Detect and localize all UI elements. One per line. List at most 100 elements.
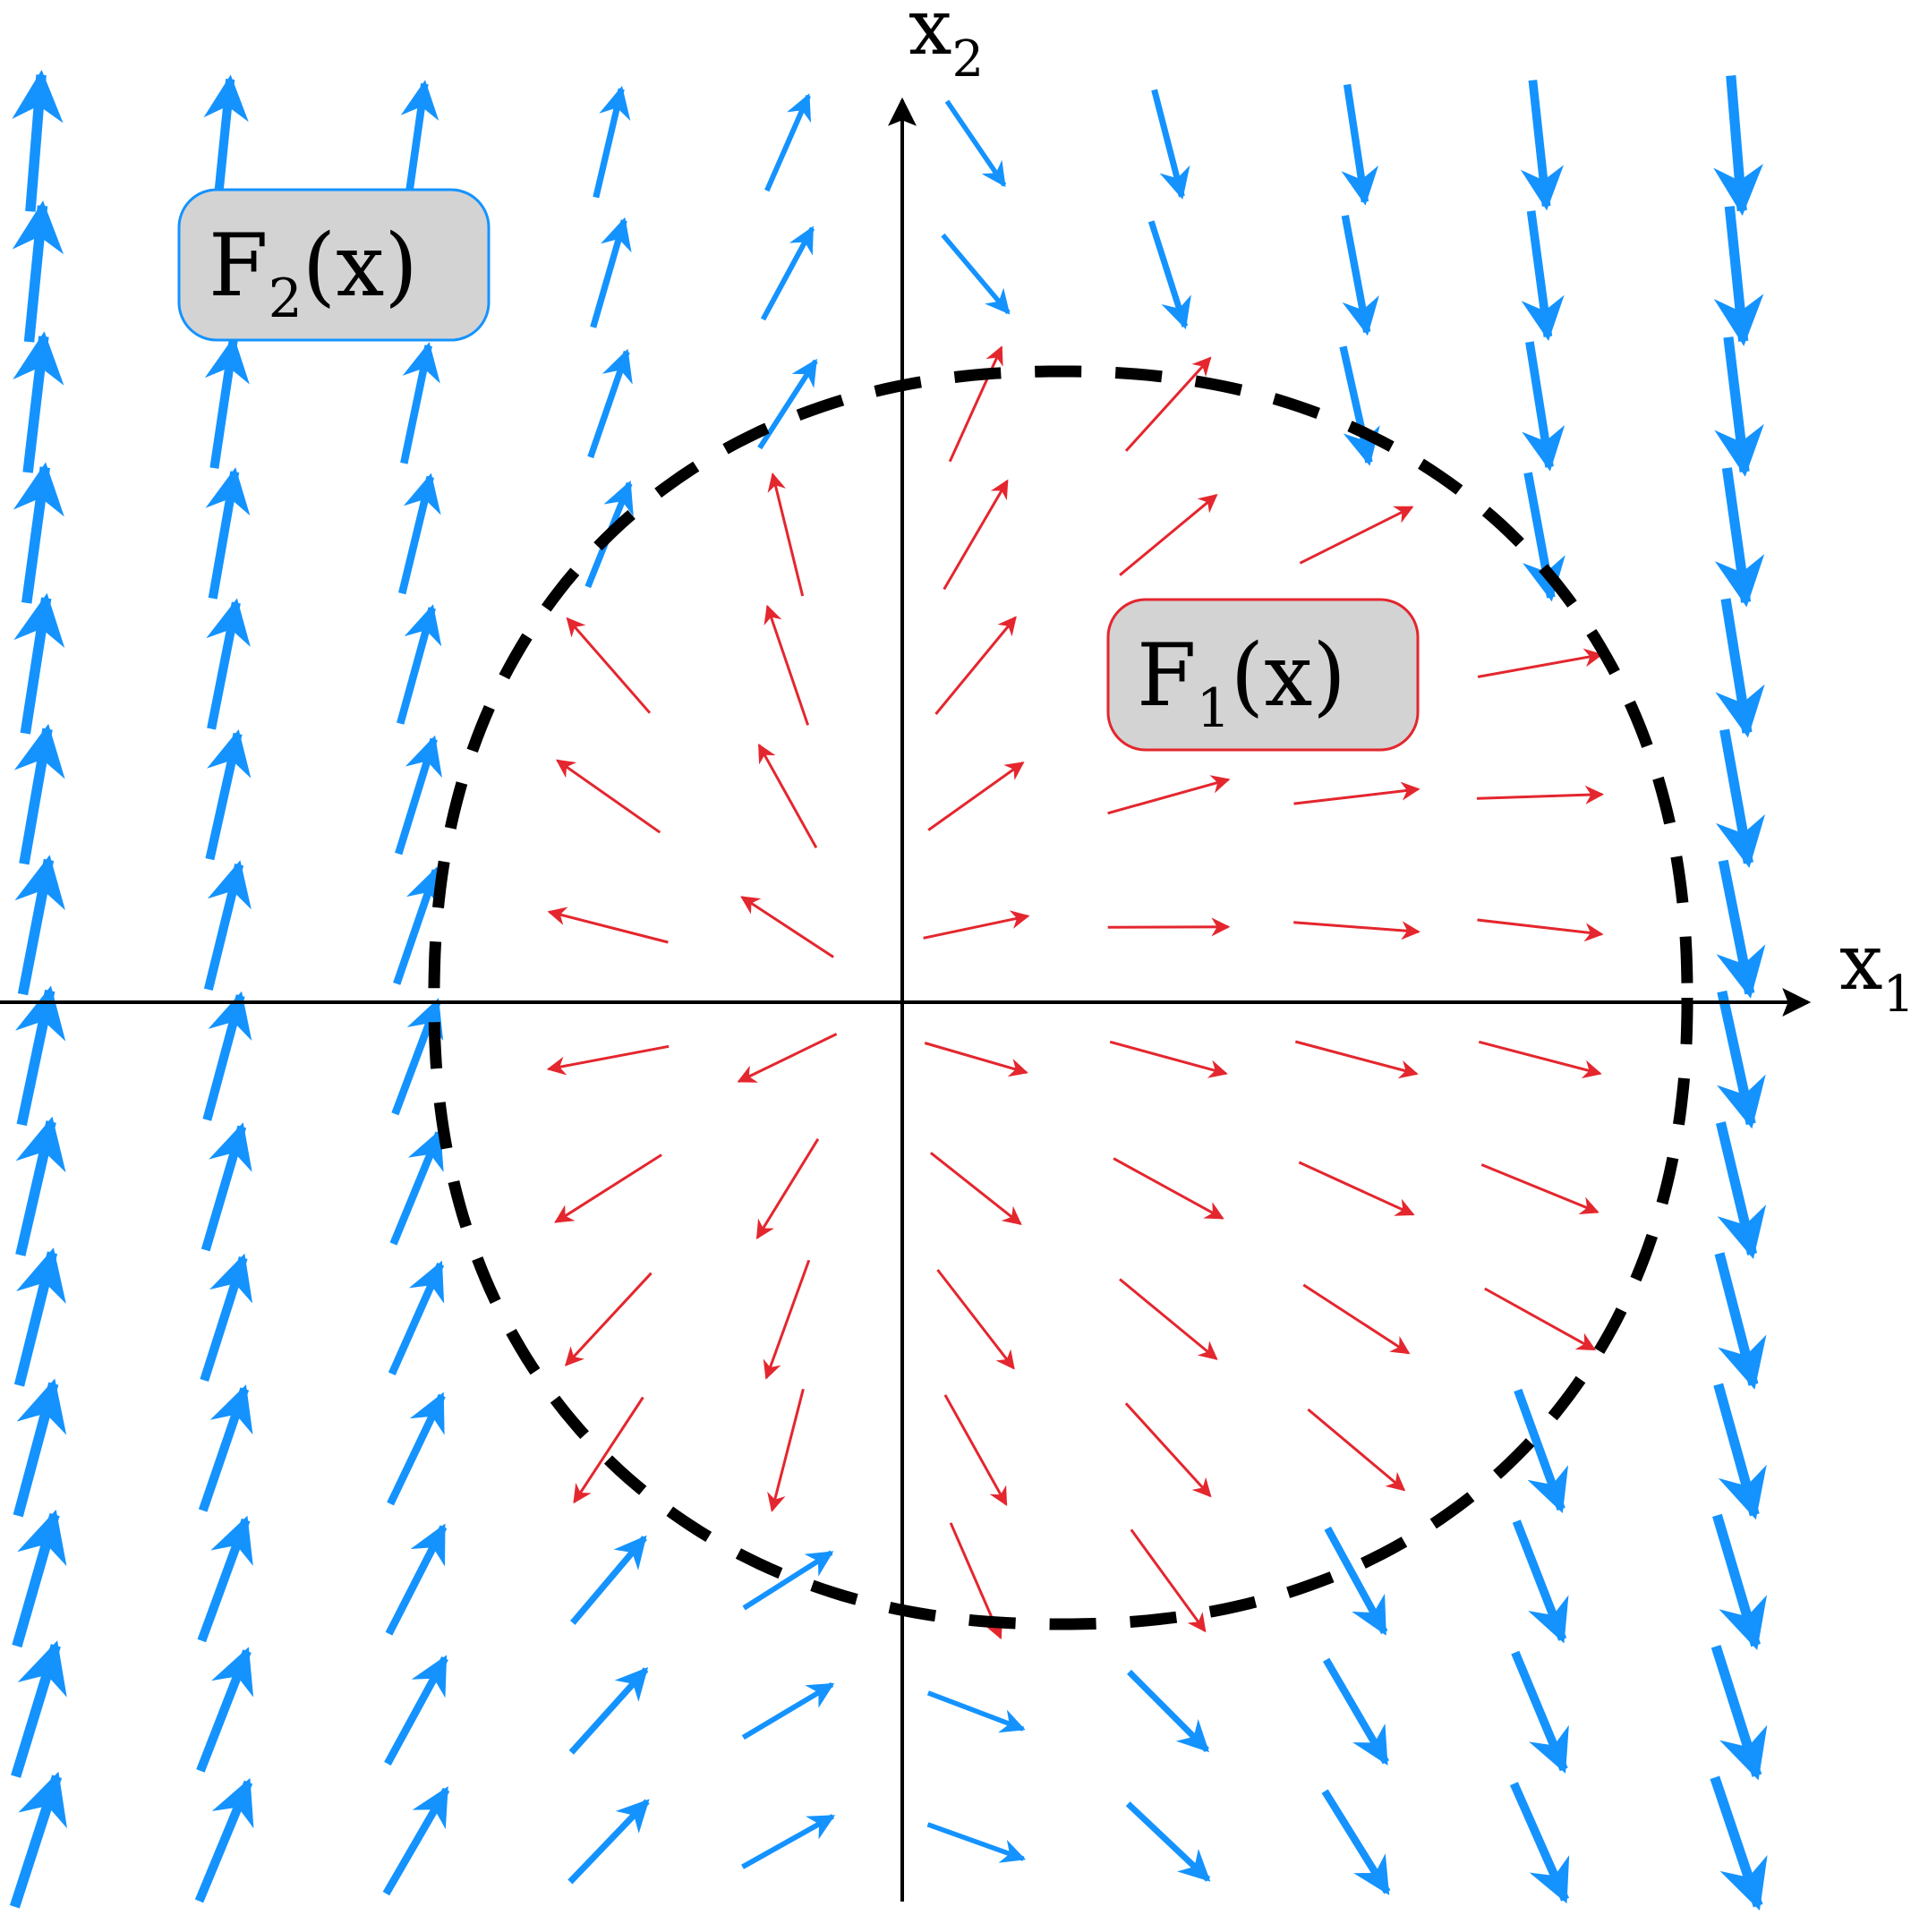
field-arrow-outer: [205, 467, 251, 600]
field-arrow-inner: [555, 759, 661, 834]
field-arrow-outer: [384, 1655, 448, 1766]
field-arrow-outer: [1713, 1383, 1767, 1520]
field-arrow-outer: [1710, 1775, 1768, 1911]
field-arrow-inner: [564, 1272, 653, 1366]
field-arrow-outer: [1714, 1252, 1767, 1390]
x1-axis-label-main: x: [1839, 918, 1883, 1008]
field-arrow-inner: [767, 472, 805, 597]
field-arrow-outer: [15, 1116, 66, 1256]
field-arrow-outer: [1715, 598, 1765, 738]
field-arrow-outer: [12, 200, 64, 343]
field-arrow-inner: [924, 1042, 1028, 1077]
f2-label: F2(x): [177, 188, 491, 342]
x1-axis-label: x1: [1839, 918, 1915, 1024]
field-arrow-inner: [1478, 1040, 1602, 1079]
field-arrow-outer: [1341, 83, 1379, 206]
f1-label-sub: 1: [1197, 677, 1231, 740]
field-arrow-inner: [943, 1394, 1008, 1507]
field-arrow-outer: [590, 217, 632, 328]
field-arrow-outer: [203, 860, 252, 992]
x2-axis-label: x2: [909, 0, 984, 89]
field-arrow-outer: [741, 1814, 836, 1869]
field-arrow-outer: [388, 1260, 445, 1376]
field-arrow-outer: [1521, 210, 1565, 342]
f1-label-box: [1106, 598, 1420, 752]
field-arrow-outer: [13, 592, 65, 735]
field-arrow-inner: [1299, 506, 1414, 565]
field-arrow-outer: [1321, 1789, 1391, 1895]
field-arrow-outer: [1125, 1801, 1211, 1882]
field-arrow-outer: [941, 233, 1011, 315]
field-arrow-outer: [385, 1523, 448, 1636]
field-arrow-inner: [566, 617, 652, 714]
field-arrow-outer: [1511, 1650, 1569, 1774]
field-arrow-inner: [554, 1153, 662, 1223]
field-arrow-outer: [1713, 75, 1763, 217]
field-arrow-inner: [1302, 1283, 1411, 1355]
field-arrow-outer: [400, 80, 439, 204]
field-arrow-outer: [1714, 467, 1765, 608]
field-arrow-outer: [1713, 206, 1764, 346]
field-arrow-inner: [1484, 1287, 1597, 1351]
f1-label-arg: (x): [1231, 626, 1346, 726]
field-arrow-inner: [546, 1044, 670, 1076]
field-arrow-inner: [923, 910, 1030, 940]
field-arrow-outer: [1339, 345, 1380, 466]
field-arrow-inner: [1298, 1161, 1415, 1216]
field-arrow-outer: [1520, 80, 1565, 211]
field-arrow-outer: [393, 866, 443, 985]
field-arrow-outer: [13, 462, 64, 604]
field-arrow-outer: [742, 1550, 834, 1611]
field-arrow-inner: [1119, 493, 1218, 576]
field-arrow-outer: [9, 1771, 67, 1909]
field-arrow-inner: [934, 616, 1017, 715]
f2-label-sub: 2: [269, 268, 303, 330]
field-arrow-outer: [1712, 1513, 1768, 1650]
field-arrow-outer: [1127, 1669, 1209, 1753]
field-arrow-inner: [936, 1269, 1015, 1370]
field-arrow-outer: [382, 1786, 450, 1896]
field-arrow-outer: [14, 855, 65, 996]
field-arrow-outer: [200, 1253, 253, 1383]
field-arrow-outer: [1715, 728, 1766, 869]
field-arrow-outer: [397, 604, 442, 725]
field-arrow-outer: [1512, 1519, 1569, 1644]
field-arrow-inner: [1109, 1040, 1228, 1078]
dashed-boundary-curve: [428, 365, 1693, 1630]
field-arrow-outer: [196, 1647, 254, 1773]
field-arrow-outer: [1716, 859, 1766, 999]
field-arrow-outer: [206, 598, 251, 730]
x1-axis-label-sub: 1: [1883, 966, 1915, 1024]
field-arrow-inner: [1477, 648, 1603, 678]
field-arrow-inner: [1307, 1408, 1406, 1492]
f1-label: F1(x): [1106, 598, 1420, 752]
field-arrow-inner: [573, 1396, 644, 1504]
field-arrow-outer: [1715, 1121, 1767, 1260]
field-arrow-outer: [197, 1515, 253, 1643]
f1-label-main: F: [1137, 626, 1197, 726]
field-arrow-outer: [1341, 215, 1379, 336]
field-arrow-outer: [1151, 89, 1190, 200]
field-arrow-inner: [943, 479, 1009, 591]
field-arrow-outer: [764, 93, 812, 192]
field-arrow-outer: [398, 472, 441, 595]
field-arrow-outer: [205, 728, 252, 861]
field-arrow-outer: [204, 336, 250, 469]
field-arrow-inner: [547, 906, 669, 944]
field-arrow-inner: [1113, 1157, 1224, 1220]
field-arrow-inner: [737, 1033, 838, 1083]
f2-label-box: [177, 188, 491, 342]
field-arrow-outer: [1509, 1782, 1570, 1904]
field-arrow-outer: [400, 342, 440, 464]
field-arrow-inner: [757, 743, 818, 849]
field-arrow-inner: [948, 345, 1003, 463]
field-arrow-outer: [200, 1122, 252, 1252]
field-arrow-outer: [1714, 336, 1764, 477]
field-arrow-outer: [194, 1777, 254, 1903]
field-arrow-outer: [395, 735, 442, 855]
field-arrow-outer: [1514, 1388, 1569, 1514]
field-arrow-outer: [203, 74, 249, 209]
field-arrow-inner: [1107, 775, 1231, 815]
field-arrow-outer: [1717, 990, 1766, 1129]
